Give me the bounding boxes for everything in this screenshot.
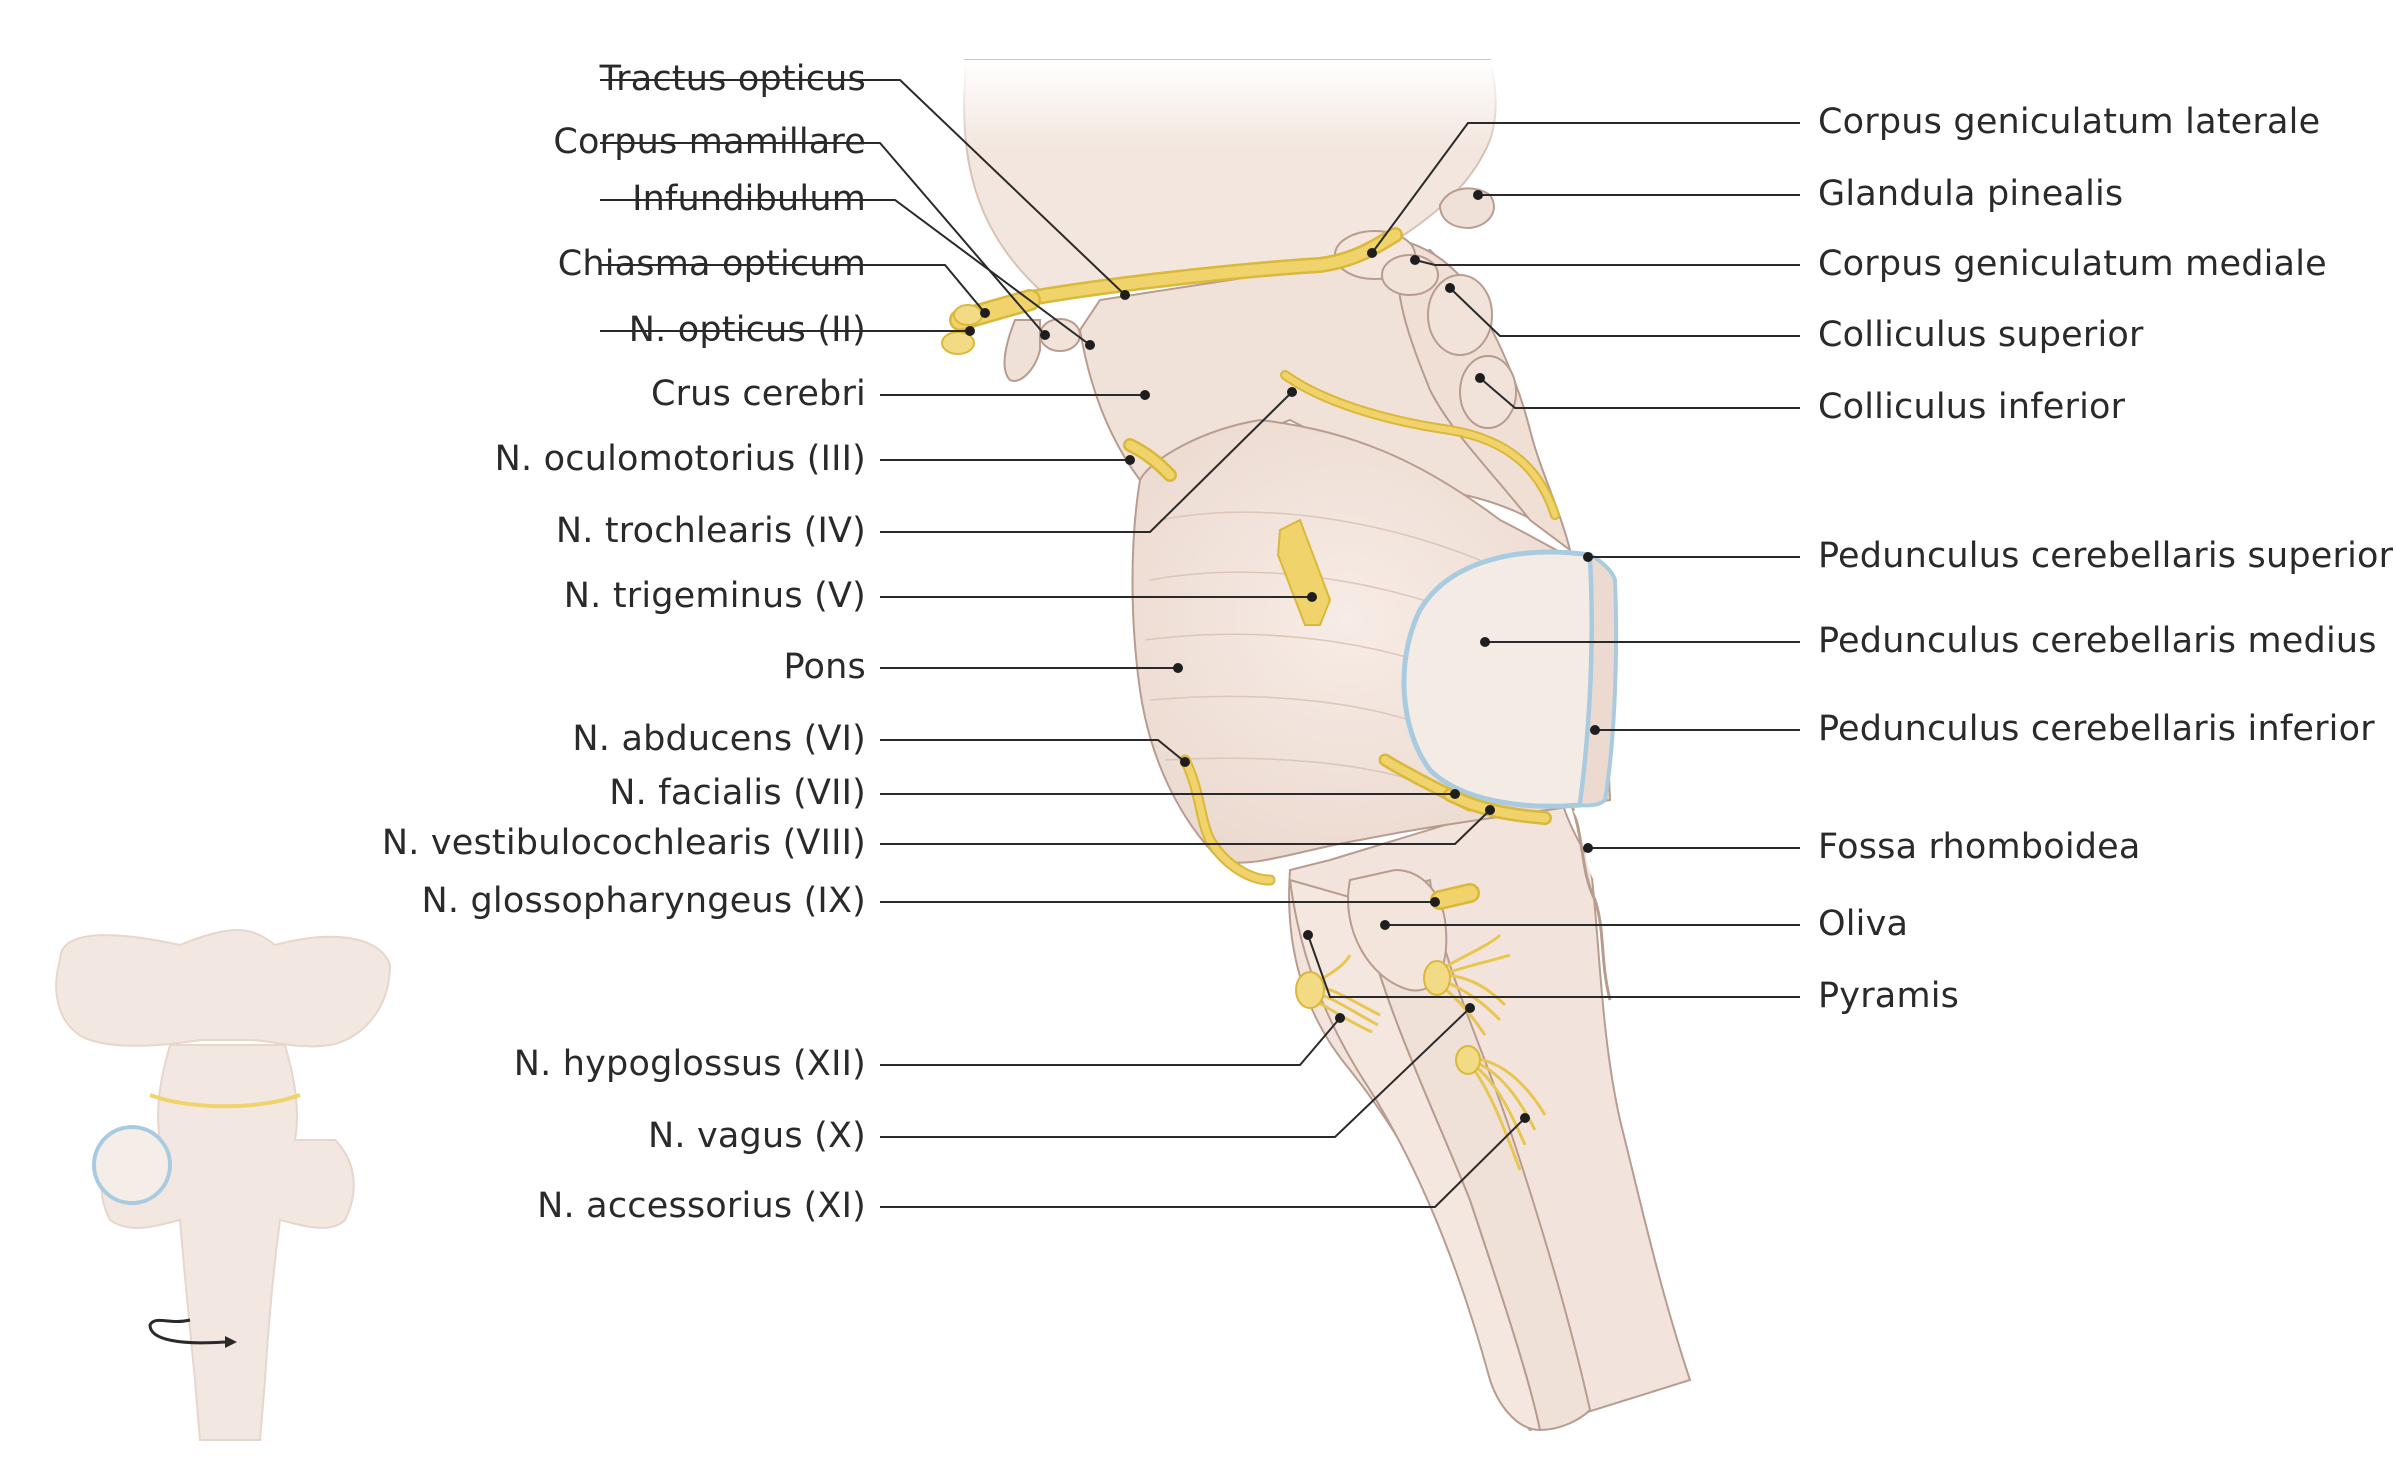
leader-dot-crus-cerebri xyxy=(1140,390,1150,400)
leader-dot-n-opticus xyxy=(965,326,975,336)
leader-dot-n-facialis xyxy=(1450,789,1460,799)
label-n-opticus: N. opticus (II) xyxy=(628,310,866,350)
leader-n-trochlearis xyxy=(880,391,1293,533)
label-n-vagus: N. vagus (X) xyxy=(647,1116,866,1156)
hypoglossal-stump xyxy=(1295,971,1325,1009)
leader-dot-n-accessorius xyxy=(1520,1113,1530,1123)
leader-dot-glandula-pinealis xyxy=(1473,190,1483,200)
colliculus-superior-shape xyxy=(1427,274,1493,356)
medial-geniculate-shape xyxy=(1381,254,1439,296)
label-fossa-rhomboidea: Fossa rhomboidea xyxy=(1818,827,2141,867)
label-colliculus-inferior: Colliculus inferior xyxy=(1818,387,2126,427)
leader-corpus-geniculatum-laterale xyxy=(1371,122,1800,254)
accessory-stump xyxy=(1455,1045,1481,1075)
leader-n-hypoglossus xyxy=(880,1017,1341,1066)
leader-colliculus-superior xyxy=(1449,287,1800,337)
inset-tract-band xyxy=(149,1093,301,1109)
leader-n-abducens xyxy=(880,739,1186,763)
leader-dot-corpus-mamillare xyxy=(1040,330,1050,340)
inset-rotation-arrow xyxy=(148,1318,226,1345)
leader-dot-chiasma-opticum xyxy=(980,308,990,318)
inferior-peduncle-strip xyxy=(1577,551,1619,808)
label-n-oculomotorius: N. oculomotorius (III) xyxy=(494,439,866,479)
vagus-stump xyxy=(1423,960,1451,996)
leader-dot-pedunculus-cerebellaris-medius xyxy=(1480,637,1490,647)
label-pedunculus-cerebellaris-medius: Pedunculus cerebellaris medius xyxy=(1818,621,2377,661)
leader-dot-corpus-geniculatum-mediale xyxy=(1410,255,1420,265)
leader-dot-infundibulum xyxy=(1085,340,1095,350)
leader-dot-n-vagus xyxy=(1465,1003,1475,1013)
label-glandula-pinealis: Glandula pinealis xyxy=(1818,174,2124,214)
leader-dot-n-trigeminus xyxy=(1307,592,1317,602)
leader-dot-pedunculus-cerebellaris-superior xyxy=(1583,552,1593,562)
leader-dot-pyramis xyxy=(1303,930,1313,940)
leader-dot-corpus-geniculatum-laterale xyxy=(1367,248,1377,258)
label-pedunculus-cerebellaris-inferior: Pedunculus cerebellaris inferior xyxy=(1818,709,2375,749)
inset-peduncle-cut xyxy=(92,1125,172,1205)
label-chiasma-opticum: Chiasma opticum xyxy=(557,244,866,284)
leader-corpus-geniculatum-mediale xyxy=(1414,259,1800,266)
cranial-nerves xyxy=(941,227,1560,1171)
label-oliva: Oliva xyxy=(1818,904,1909,944)
orientation-inset xyxy=(55,929,392,1441)
label-pyramis: Pyramis xyxy=(1818,976,1960,1016)
leader-n-vagus xyxy=(880,1007,1471,1138)
label-pons: Pons xyxy=(783,647,866,687)
leader-pyramis xyxy=(1307,934,1800,998)
label-pedunculus-cerebellaris-superior: Pedunculus cerebellaris superior xyxy=(1818,536,2394,576)
leader-dot-colliculus-inferior xyxy=(1475,373,1485,383)
leader-dot-n-glossopharyngeus xyxy=(1430,897,1440,907)
colliculus-inferior-shape xyxy=(1459,355,1517,429)
label-colliculus-superior: Colliculus superior xyxy=(1818,315,2144,355)
label-n-abducens: N. abducens (VI) xyxy=(572,719,866,759)
leader-dot-pedunculus-cerebellaris-inferior xyxy=(1590,725,1600,735)
leader-dot-colliculus-superior xyxy=(1445,283,1455,293)
leader-dot-fossa-rhomboidea xyxy=(1583,843,1593,853)
main-brainstem xyxy=(963,59,1692,1432)
leader-dot-n-hypoglossus xyxy=(1335,1013,1345,1023)
infundibulum-shape xyxy=(1003,319,1041,382)
inset-arrow-head xyxy=(225,1336,237,1348)
leader-n-accessorius xyxy=(880,1117,1526,1208)
leader-n-vestibulocochlearis xyxy=(880,809,1491,845)
leader-colliculus-inferior xyxy=(1479,377,1800,409)
label-crus-cerebri: Crus cerebri xyxy=(650,374,866,414)
leader-dot-oliva xyxy=(1380,920,1390,930)
label-n-glossopharyngeus: N. glossopharyngeus (IX) xyxy=(421,881,866,921)
label-infundibulum: Infundibulum xyxy=(632,179,866,219)
column-mid xyxy=(1358,878,1592,1432)
leader-chiasma-opticum xyxy=(600,264,986,314)
leader-dot-tractus-opticus xyxy=(1120,290,1130,300)
label-n-facialis: N. facialis (VII) xyxy=(609,773,866,813)
label-n-accessorius: N. accessorius (XI) xyxy=(537,1186,866,1226)
leader-infundibulum xyxy=(600,199,1091,346)
label-corpus-geniculatum-laterale: Corpus geniculatum laterale xyxy=(1818,102,2321,142)
label-n-trochlearis: N. trochlearis (IV) xyxy=(555,511,866,551)
leader-dot-pons xyxy=(1173,663,1183,673)
leader-dot-n-vestibulocochlearis xyxy=(1485,805,1495,815)
label-corpus-mamillare: Corpus mamillare xyxy=(553,122,866,162)
leader-dot-n-trochlearis xyxy=(1287,387,1297,397)
leader-dot-n-abducens xyxy=(1180,757,1190,767)
leader-dots xyxy=(965,190,1600,1123)
label-corpus-geniculatum-mediale: Corpus geniculatum mediale xyxy=(1818,244,2327,284)
leader-lines xyxy=(600,79,1800,1208)
leader-tractus-opticus xyxy=(600,79,1126,296)
label-n-vestibulocochlearis: N. vestibulocochlearis (VIII) xyxy=(381,823,866,863)
inset-hemispheres xyxy=(55,929,392,1048)
trigeminal-nerve xyxy=(1276,518,1332,626)
fossa-rhomboidea-edge xyxy=(1568,799,1612,1001)
label-n-trigeminus: N. trigeminus (V) xyxy=(563,576,866,616)
leader-dot-n-oculomotorius xyxy=(1125,455,1135,465)
cerebellar-peduncle-cut xyxy=(1401,549,1595,809)
label-n-hypoglossus: N. hypoglossus (XII) xyxy=(513,1044,866,1084)
label-tractus-opticus: Tractus opticus xyxy=(599,59,866,99)
